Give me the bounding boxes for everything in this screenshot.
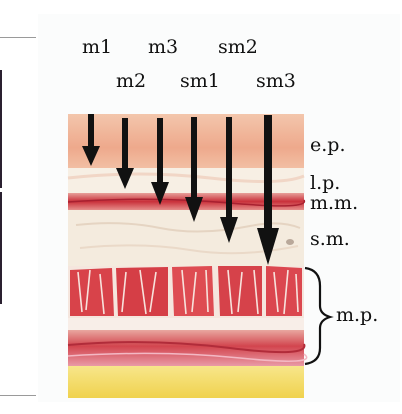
depth-label-sm1: sm1 [180,72,220,91]
layer-label-lamina-propria: l.p. [310,174,340,193]
muscle-bundles [70,266,302,316]
depth-label-m3: m3 [148,38,178,57]
depth-label-m2: m2 [116,72,146,91]
depth-label-sm2: sm2 [218,38,258,57]
depth-label-sm3: sm3 [256,72,296,91]
layer-label-submucosa: s.m. [310,230,350,249]
layer-label-muscularis-mucosae: m.m. [310,194,358,213]
depth-label-m1: m1 [82,38,112,57]
layer-label-epithelium: e.p. [310,136,346,155]
layer-label-muscularis-propria: m.p. [336,306,378,325]
fat-layer [68,366,304,398]
